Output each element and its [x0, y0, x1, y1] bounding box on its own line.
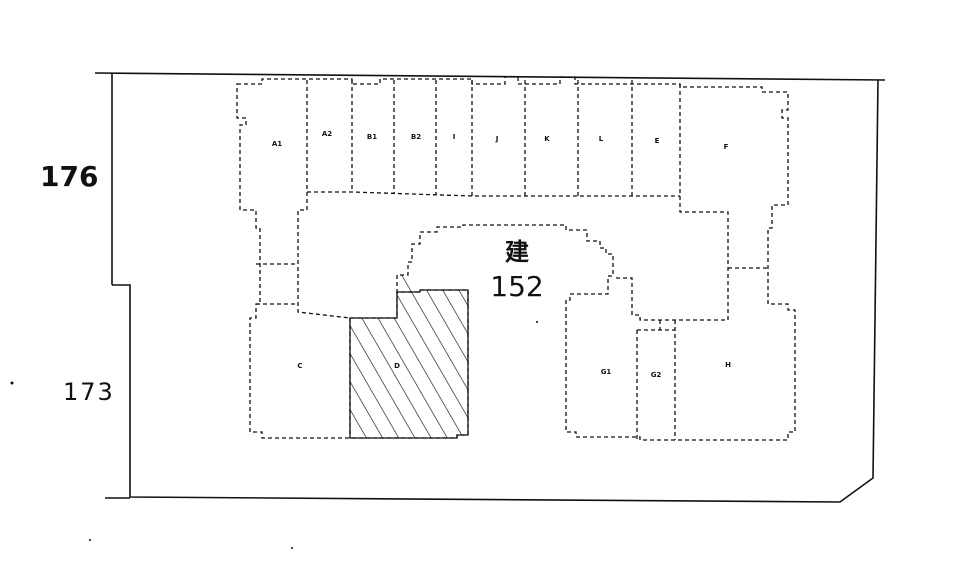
- speck: [291, 547, 293, 549]
- unit-label-g1: G1: [601, 368, 612, 376]
- building-number-label: 152: [490, 270, 543, 303]
- unit-label-j: J: [495, 135, 499, 143]
- speck: [536, 321, 538, 323]
- unit-label-f: F: [724, 143, 729, 151]
- speck: [89, 539, 91, 541]
- lot-176-boundary: [94, 72, 886, 285]
- unit-divisions: [256, 80, 768, 440]
- unit-label-i: I: [453, 133, 456, 141]
- building-char-label: 建: [505, 237, 529, 266]
- unit-label-b1: B1: [367, 133, 377, 141]
- unit-label-h: H: [725, 361, 731, 369]
- unit-d-hatched-notch: [397, 275, 412, 292]
- unit-label-c: C: [297, 362, 302, 370]
- unit-label-g2: G2: [651, 371, 662, 379]
- lot-label-176: 176: [40, 160, 98, 193]
- unit-label-e: E: [655, 137, 660, 145]
- building-outline: [236, 76, 796, 441]
- unit-label-b2: B2: [411, 133, 421, 141]
- building-perimeter: [236, 76, 796, 441]
- lot-label-173: 173: [63, 378, 115, 406]
- unit-labels: A1 A2 B1 B2 I J K L E F C D G1 G2 H: [272, 130, 731, 379]
- unit-label-l: L: [599, 135, 604, 143]
- unit-label-k: K: [544, 135, 550, 143]
- unit-label-a1: A1: [272, 140, 282, 148]
- speck: [10, 381, 14, 385]
- lot-173-boundary: [112, 79, 879, 503]
- unit-label-a2: A2: [322, 130, 332, 138]
- unit-label-d: D: [394, 362, 400, 370]
- unit-d-hatched-area: [349, 289, 469, 439]
- lot-boundaries: [94, 72, 886, 503]
- top-row-bottom-edge: [307, 191, 680, 197]
